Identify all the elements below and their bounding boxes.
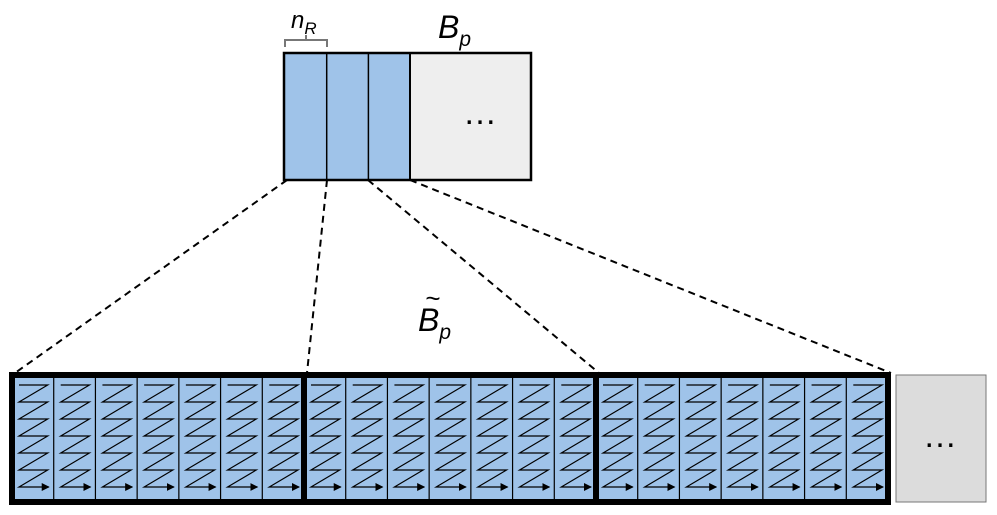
top-matrix-bp: … [282,51,533,182]
bottom-filler-region [895,374,987,503]
traversal-path [58,384,92,491]
nr-label: nR [291,7,317,38]
traversal-path [183,384,217,491]
packed-block-2 [301,372,599,505]
traversal-path [392,384,426,491]
top-panel-1 [285,54,327,179]
traversal-path [475,384,509,491]
packed-block-fill [304,375,596,502]
nr-label-main: n [291,7,304,34]
traversal-path [350,384,384,491]
traversal-path [559,384,593,491]
traversal-path [16,384,50,491]
bp-label: Bp [438,9,471,51]
projection-line-4 [409,179,892,374]
bp-tilde-main: Bp [418,302,451,344]
bp-tilde-label: Bp ~ [418,283,451,344]
top-filler-region [410,53,531,180]
top-ellipsis: … [463,94,497,132]
nr-label-sub: R [304,19,316,38]
projection-line-2 [306,179,328,374]
bottom-ellipsis: … [923,417,957,455]
traversal-path [141,384,176,491]
bp-label-sub: p [458,28,471,51]
top-panels [285,53,411,180]
top-matrix-border [282,51,533,182]
traversal-path [767,384,801,491]
top-panel-2 [326,54,369,179]
bottom-packed-matrix: … [9,372,987,505]
bottom-blocks [9,372,891,505]
projection-line-3 [367,179,600,374]
packed-block-fill [596,375,888,502]
packed-block-1 [9,372,307,505]
packed-block-fill [12,375,304,502]
traversal-path [517,384,551,491]
traversal-path [642,384,676,491]
traversal-path [809,384,843,491]
bp-tilde-accent: ~ [425,283,440,313]
traversal-path [225,384,259,491]
packed-block-border [593,372,891,505]
traversal-path [725,384,760,491]
traversal-path [600,384,634,491]
packed-block-3 [593,372,891,505]
top-panel-3 [368,54,411,179]
projection-line-1 [14,179,288,374]
traversal-path [308,384,342,491]
nr-bracket: nR [284,7,328,47]
traversal-path [684,384,718,491]
traversal-path [267,384,301,491]
bp-label-main: B [438,9,459,45]
projection-lines [14,179,892,374]
bp-tilde-sub: p [438,321,451,344]
traversal-path [433,384,468,491]
traversal-path [100,384,134,491]
traversal-path [851,384,885,491]
